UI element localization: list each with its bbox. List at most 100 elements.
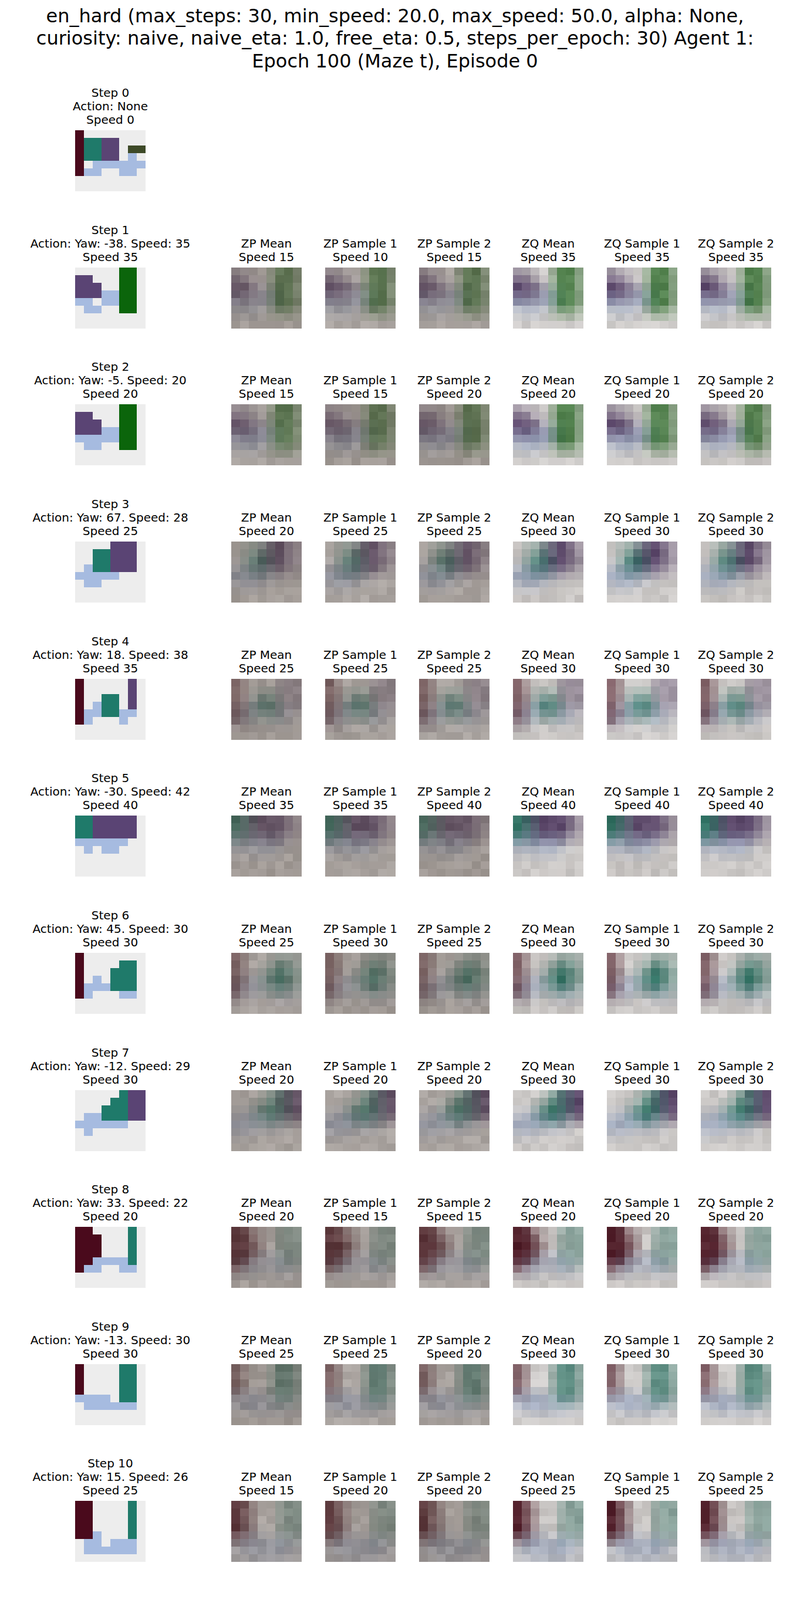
pixel [530, 694, 540, 703]
pixel [92, 267, 103, 276]
pixel [624, 267, 634, 276]
pixel [574, 419, 584, 428]
pixel [284, 457, 294, 466]
pixel [480, 717, 490, 726]
pixel [718, 427, 728, 436]
pixel [127, 450, 138, 459]
pixel [736, 450, 746, 459]
pixel [248, 564, 259, 573]
pixel [119, 442, 129, 451]
pixel [342, 457, 353, 466]
pixel [530, 305, 540, 315]
pixel [556, 701, 567, 711]
pixel [360, 313, 370, 322]
pixel [377, 298, 388, 307]
pixel [471, 549, 482, 558]
pixel [668, 404, 678, 413]
pixel [92, 724, 103, 734]
pixel [480, 549, 490, 558]
pixel [480, 290, 490, 299]
pixel [539, 572, 549, 581]
pixel [92, 450, 103, 459]
pixel [463, 724, 473, 734]
pixel [436, 282, 447, 292]
pixel [556, 572, 567, 581]
pixel [342, 275, 353, 284]
pixel [762, 412, 772, 421]
pixel [454, 298, 464, 307]
pixel [659, 275, 670, 284]
pixel [119, 450, 129, 459]
pixel [386, 450, 396, 459]
pixel [119, 275, 129, 284]
pixel [386, 434, 396, 444]
pixel [75, 595, 85, 603]
pixel [292, 587, 302, 596]
pixel [275, 313, 285, 322]
pixel [427, 587, 438, 596]
pixel [83, 153, 94, 162]
pixel [110, 313, 120, 322]
pixel [700, 579, 711, 589]
panel-title: Step 0Action: NoneSpeed 0 [4, 86, 216, 127]
observation-panel: Step 3Action: Yaw: 67. Speed: 28Speed 25 [4, 497, 216, 603]
pixel [753, 305, 764, 315]
pixel [668, 275, 678, 284]
pixel [419, 290, 429, 299]
prediction-panel: ZP MeanSpeed 20 [221, 497, 312, 603]
pixel [650, 404, 661, 413]
pixel [454, 313, 464, 322]
pixel [333, 298, 344, 307]
pixel [556, 724, 567, 734]
observation-panel: Step 2Action: Yaw: -5. Speed: 20Speed 20 [4, 360, 216, 466]
pixel [119, 404, 129, 413]
pixel [248, 404, 259, 413]
pixel [101, 556, 111, 566]
pixel [659, 305, 670, 315]
pixel [257, 686, 268, 695]
pixel [700, 709, 711, 718]
pixel [257, 282, 268, 292]
pixel [333, 427, 344, 436]
pixel [530, 282, 540, 292]
pixel [275, 572, 285, 581]
pixel [727, 587, 737, 596]
pixel [633, 541, 643, 550]
pixel [333, 282, 344, 292]
pixel [454, 686, 464, 695]
pixel [718, 275, 728, 284]
pixel [633, 321, 643, 329]
panel-title: ZP MeanSpeed 20 [221, 497, 312, 539]
pixel [248, 457, 259, 466]
pixel [565, 556, 576, 566]
pixel [360, 419, 370, 428]
pixel [75, 130, 85, 139]
pixel [119, 679, 129, 688]
pixel [351, 732, 361, 741]
pixel [521, 442, 532, 451]
pixel [75, 694, 85, 703]
pixel [548, 724, 558, 734]
pixel [445, 457, 455, 466]
pixel [548, 732, 558, 741]
pixel [92, 183, 103, 192]
pixel [110, 556, 120, 566]
pixel [325, 321, 335, 329]
pixel [333, 572, 344, 581]
pixel [427, 267, 438, 276]
pixel [266, 709, 276, 718]
pixel [284, 686, 294, 695]
pixel [521, 313, 532, 322]
pixel [574, 724, 584, 734]
pixel [744, 442, 755, 451]
panel-title: ZQ MeanSpeed 20 [503, 360, 593, 401]
pixel [83, 130, 94, 139]
pixel [615, 457, 626, 466]
pixel [530, 450, 540, 459]
pixel [92, 313, 103, 322]
pixel [512, 434, 523, 444]
title-line: ZP Mean [221, 511, 312, 525]
pixel [351, 427, 361, 436]
pixel [419, 313, 429, 322]
predicted-image [231, 541, 302, 603]
